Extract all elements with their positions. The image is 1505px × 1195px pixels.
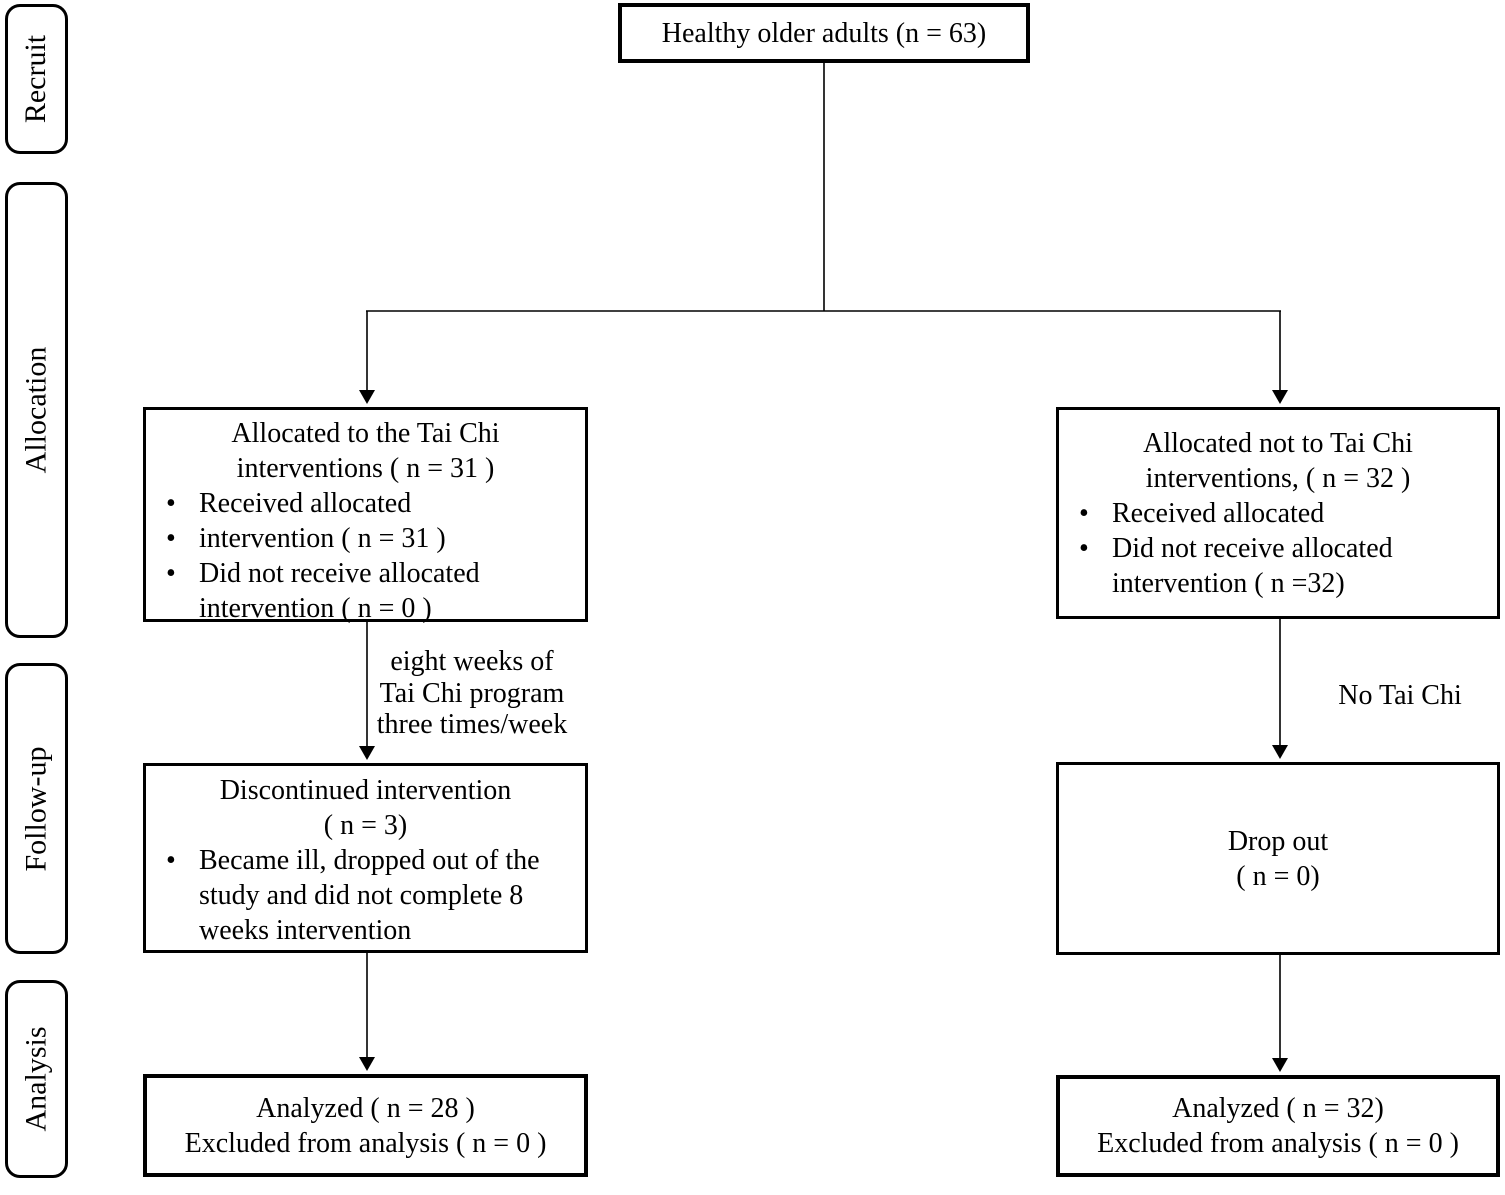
bullet-icon: • [1079, 533, 1089, 564]
box-followup-taichi: Discontinued intervention ( n = 3) • Bec… [143, 763, 588, 953]
stage-label-allocation: Allocation [5, 182, 68, 638]
analysis-control-text: Analyzed ( n = 32) Excluded from analysi… [1097, 1093, 1459, 1159]
bullet-icon: • [166, 488, 176, 519]
allocation-taichi-bullet-1-text: Received allocated [199, 488, 412, 519]
stage-label-followup: Follow-up [5, 663, 68, 954]
stage-label-followup-text: Follow-up [19, 745, 53, 872]
box-analysis-control: Analyzed ( n = 32) Excluded from analysi… [1056, 1075, 1500, 1177]
allocation-control-bullet-1-text: Received allocated [1112, 498, 1325, 529]
followup-taichi-title: Discontinued intervention ( n = 3) [219, 775, 512, 841]
stage-label-allocation-text: Allocation [19, 346, 53, 474]
allocation-taichi-bullet-2-text: intervention ( n = 31 ) [199, 523, 446, 554]
bullet-icon: • [166, 845, 176, 876]
allocation-taichi-bullet-2: • intervention ( n = 31 ) [146, 521, 585, 556]
bullet-icon: • [1079, 498, 1089, 529]
allocation-taichi-title: Allocated to the Tai Chi interventions (… [231, 418, 500, 484]
allocation-taichi-bullet-3-text: Did not receive allocated intervention (… [199, 558, 480, 624]
box-recruit-population: Healthy older adults (n = 63) [618, 3, 1030, 63]
allocation-taichi-bullet-3: • Did not receive allocated intervention… [146, 556, 585, 626]
allocation-control-title: Allocated not to Tai Chi interventions, … [1143, 428, 1413, 494]
stage-label-analysis: Analysis [5, 980, 68, 1178]
edge-label-no-taichi: No Tai Chi [1338, 680, 1462, 711]
edge-label-taichi-program: eight weeks of Tai Chi program three tim… [376, 646, 568, 740]
recruit-population-text: Healthy older adults (n = 63) [661, 17, 987, 49]
bullet-icon: • [166, 523, 176, 554]
followup-taichi-bullet-1: • Became ill, dropped out of the study a… [146, 843, 585, 948]
allocation-control-bullet-2: • Did not receive allocated intervention… [1059, 531, 1497, 601]
bullet-icon: • [166, 558, 176, 589]
allocation-taichi-bullet-1: • Received allocated [146, 486, 585, 521]
stage-label-recruit-text: Recruit [19, 34, 53, 124]
followup-control-text: Drop out ( n = 0) [1227, 825, 1329, 892]
box-allocation-control: Allocated not to Tai Chi interventions, … [1056, 407, 1500, 619]
allocation-control-bullet-1: • Received allocated [1059, 496, 1497, 531]
stage-label-recruit: Recruit [5, 4, 68, 154]
followup-taichi-bullet-1-text: Became ill, dropped out of the study and… [199, 845, 540, 946]
box-analysis-taichi: Analyzed ( n = 28 ) Excluded from analys… [143, 1074, 588, 1177]
allocation-control-bullet-2-text: Did not receive allocated intervention (… [1112, 533, 1393, 599]
analysis-taichi-text: Analyzed ( n = 28 ) Excluded from analys… [184, 1092, 547, 1159]
box-followup-control: Drop out ( n = 0) [1056, 762, 1500, 955]
stage-label-analysis-text: Analysis [19, 1026, 53, 1132]
box-allocation-taichi: Allocated to the Tai Chi interventions (… [143, 407, 588, 624]
